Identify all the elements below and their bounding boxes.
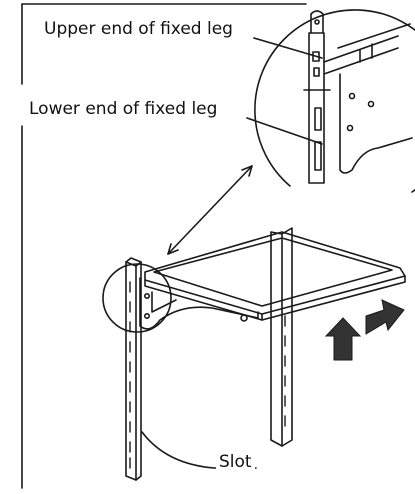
label-slot: Slot xyxy=(216,451,255,473)
leader-slot xyxy=(141,431,257,469)
left-rail xyxy=(125,257,142,481)
right-arrow xyxy=(365,299,405,335)
detail-leg-top-tab xyxy=(310,10,324,34)
up-arrow xyxy=(324,317,362,361)
detail-magnifier xyxy=(254,9,415,193)
highlight-circle xyxy=(102,263,172,333)
detail-fixed-leg xyxy=(308,32,325,184)
shelf-inner-edge xyxy=(153,237,393,307)
leader-lower xyxy=(246,117,323,145)
shelf xyxy=(144,231,406,321)
side-bracket xyxy=(139,277,259,330)
magnifier-circle xyxy=(254,9,415,193)
zoom-leader-arrow xyxy=(167,165,253,255)
label-lower-end-of-fixed-leg: Lower end of fixed leg xyxy=(26,98,221,120)
right-rail xyxy=(270,227,293,447)
detail-bracket-arm xyxy=(323,35,399,75)
leader-upper xyxy=(253,37,323,59)
label-upper-end-of-fixed-leg: Upper end of fixed leg xyxy=(41,18,236,40)
